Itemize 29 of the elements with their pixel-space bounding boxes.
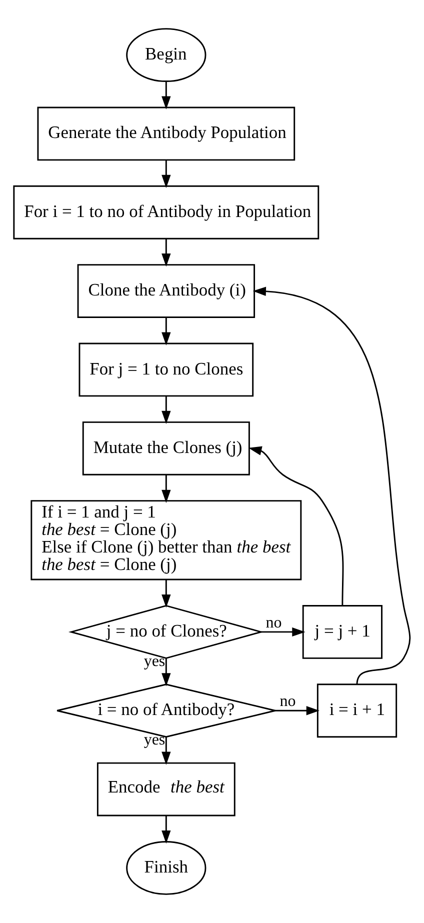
arrow (162, 658, 171, 686)
arrow (162, 396, 171, 424)
node-box: Encode the best (96, 762, 236, 816)
node-ellipse: Finish (126, 841, 206, 895)
node-diamond: j = no of Clones? (68, 604, 264, 659)
arrow (162, 816, 171, 844)
node-box: j = j + 1 (302, 605, 382, 659)
node-box: i = i + 1 (316, 684, 398, 738)
node-diamond: i = no of Antibody? (56, 684, 276, 738)
arrow (261, 627, 306, 637)
node-box: Clone the Antibody (i) (77, 264, 256, 318)
arrow (275, 706, 320, 716)
node-box: Mutate the Clones (j) (82, 421, 250, 476)
edge-label: no (266, 614, 282, 632)
arrow (162, 580, 171, 608)
arrow (162, 736, 171, 765)
arrow (162, 81, 171, 110)
arrow (252, 286, 411, 684)
arrow (162, 317, 171, 346)
node-box: If i = 1 and j = 1 the best = Clone (j) Else if Clone (j) better than the best the best = Clone (j) (30, 500, 302, 580)
node-box: Generate the Antibody Population (37, 106, 296, 161)
arrow (162, 238, 171, 267)
node-box: For j = 1 to no Clones (78, 342, 254, 397)
arrow (162, 475, 171, 503)
node-box: For i = 1 to no of Antibody in Population (13, 185, 320, 240)
node-ellipse: Begin (126, 28, 206, 82)
arrow (248, 446, 344, 606)
edge-label: no (280, 692, 296, 710)
arrow (162, 160, 171, 188)
